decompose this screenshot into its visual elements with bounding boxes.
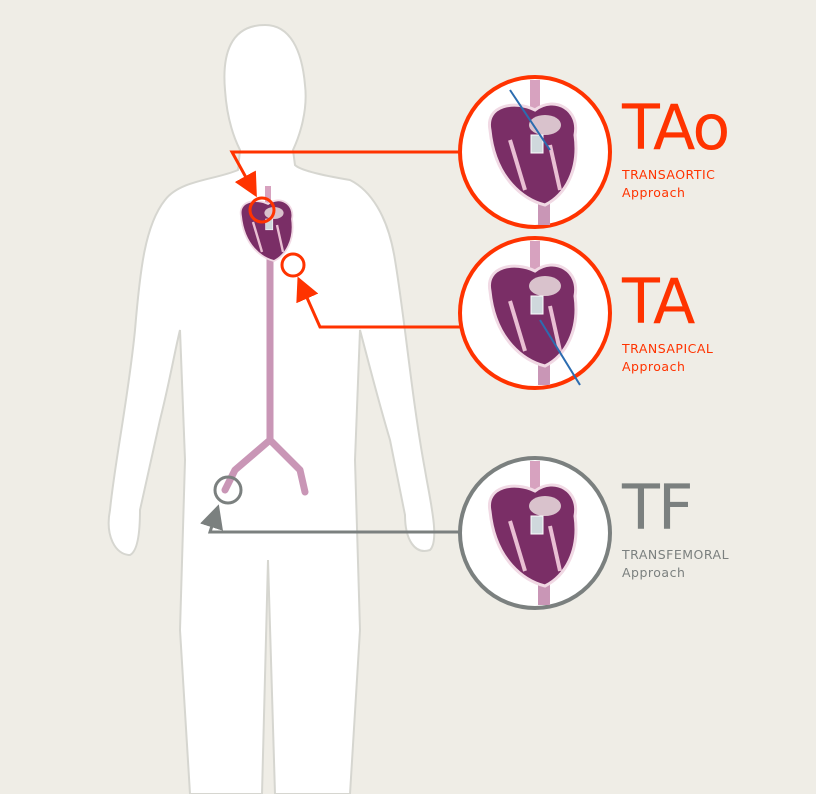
transapical-approach: Approach (622, 359, 686, 374)
transapical-abbr: TA (622, 265, 695, 338)
transaortic-label: TAo TRANSAORTIC Approach (622, 90, 730, 202)
transapical-connector (296, 276, 460, 329)
transapical-label: TA TRANSAPICAL Approach (622, 264, 713, 376)
transfemoral-connector (200, 504, 460, 534)
transapical-marker (280, 252, 306, 278)
transaortic-connector (229, 150, 460, 198)
aorta-vessel (221, 241, 309, 496)
transfemoral-approach: Approach (622, 565, 686, 580)
transfemoral-name: TRANSFEMORAL (622, 547, 730, 562)
transaortic-name: TRANSAORTIC (622, 167, 716, 182)
transfemoral-label: TF TRANSFEMORAL Approach (622, 470, 729, 582)
transaortic-abbr: TAo (622, 91, 730, 164)
transaortic-approach: Approach (622, 185, 686, 200)
transfemoral-abbr: TF (622, 471, 694, 544)
transapical-detail-circle (458, 236, 612, 390)
transaortic-detail-circle (458, 75, 612, 229)
transapical-name: TRANSAPICAL (622, 341, 714, 356)
transaortic-marker (248, 196, 276, 224)
transfemoral-marker (213, 475, 243, 505)
transfemoral-detail-circle (458, 456, 612, 610)
